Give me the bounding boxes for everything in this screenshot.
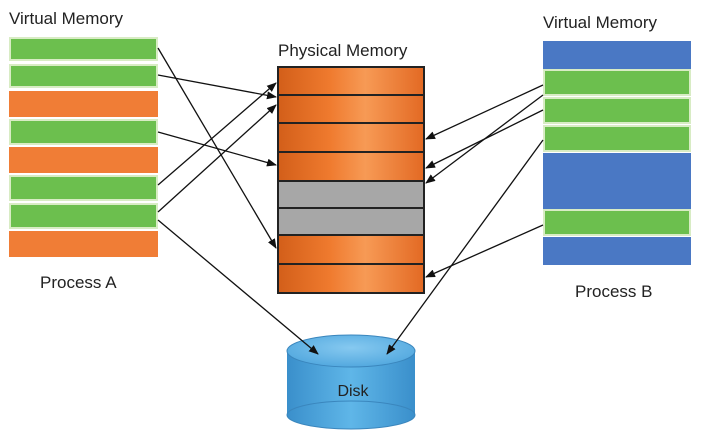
process-a-virtual-memory (9, 37, 158, 257)
physical-memory (277, 66, 425, 294)
process-b-virtual-memory (543, 41, 691, 265)
process-a-page-1 (9, 37, 158, 61)
physical-memory-label: Physical Memory (278, 41, 408, 60)
process-a-page-5 (9, 147, 158, 173)
process-b-label: Process B (575, 282, 653, 301)
process-b-page-2 (543, 69, 691, 96)
process-b-page-6 (543, 181, 691, 209)
arrow-a-page2-to-frame2 (157, 74, 277, 100)
process-a-page-4 (9, 119, 158, 145)
process-a-label: Process A (40, 273, 117, 292)
process-a-page-3 (9, 91, 158, 117)
virtual-memory-label-a: Virtual Memory (9, 9, 123, 28)
process-a-page-6 (9, 175, 158, 201)
physical-frame-4 (277, 151, 425, 182)
arrow-b-page7-to-frame8 (425, 224, 544, 278)
arrow-b-page2-to-frame5 (425, 94, 544, 184)
arrow-b-page4-to-disk (386, 139, 544, 355)
disk-icon (286, 334, 416, 430)
process-b-page-3 (543, 97, 691, 124)
arrow-a-page7-to-frame2 (157, 104, 277, 213)
process-b-page-4 (543, 125, 691, 152)
process-b-page-8 (543, 237, 691, 265)
arrow-a-page6-to-frame1 (157, 82, 277, 186)
process-b-page-5 (543, 153, 691, 181)
process-b-page-7 (543, 209, 691, 236)
process-a-page-2 (9, 64, 158, 88)
physical-frame-2 (277, 94, 425, 124)
arrow-a-page8-to-disk (157, 219, 319, 355)
disk-label: Disk (337, 383, 369, 400)
physical-frame-8 (277, 263, 425, 294)
arrow-a-page4-to-frame4 (157, 131, 277, 167)
virtual-memory-label-b: Virtual Memory (543, 13, 657, 32)
arrow-b-page2-to-frame3 (425, 84, 544, 140)
mapping-arrows (157, 47, 544, 355)
process-b-page-1 (543, 41, 691, 69)
process-a-page-8 (9, 231, 158, 257)
process-a-page-7 (9, 203, 158, 229)
